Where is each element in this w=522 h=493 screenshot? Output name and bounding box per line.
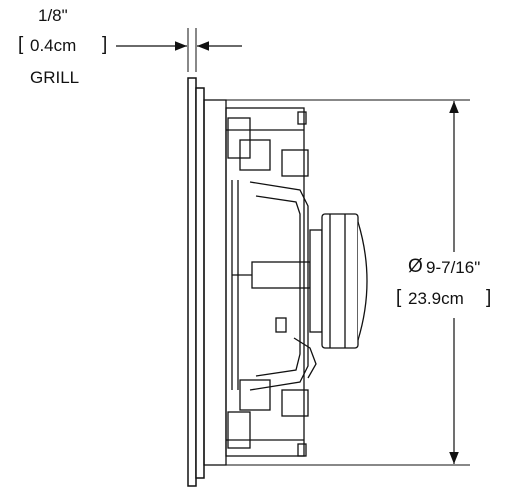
grill-extension-lines (187, 28, 197, 72)
grill-plate (187, 77, 205, 487)
diameter-symbol: Ø (408, 256, 423, 277)
diameter-extension-lines (226, 99, 470, 466)
grill-thickness-imperial: 1/8" (38, 6, 68, 25)
diameter-metric: 23.9cm (408, 289, 464, 308)
grill-bracket-close: ] (102, 34, 108, 55)
speaker-magnet (309, 213, 368, 349)
diameter-bracket-close: ] (486, 287, 492, 308)
diameter-imperial: 9-7/16" (426, 258, 481, 277)
speaker-body (203, 99, 317, 466)
grill-thickness-metric: 0.4cm (30, 36, 77, 55)
diameter-bracket-open: [ (396, 287, 402, 308)
grill-label: GRILL (30, 68, 80, 87)
grill-bracket-open: [ (18, 34, 24, 55)
